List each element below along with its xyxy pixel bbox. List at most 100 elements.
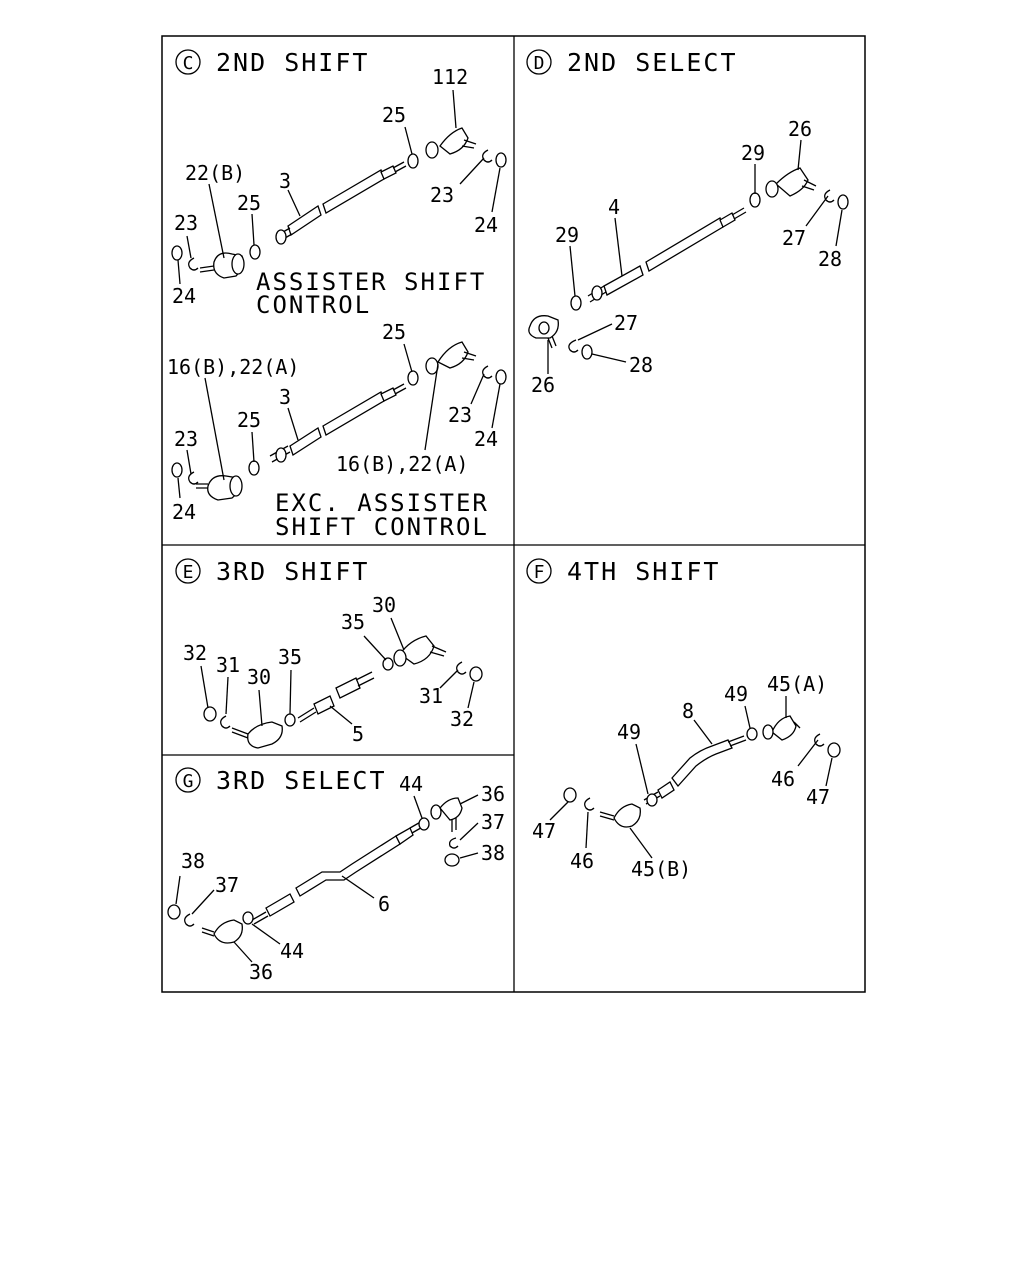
label-28-right: 28 (818, 247, 842, 271)
ball-joint-26-left (528, 315, 559, 349)
label-5: 5 (352, 722, 364, 746)
ball-joint-36-right (430, 797, 463, 832)
label-36-left: 36 (249, 960, 273, 984)
label-23-left-upper: 23 (174, 211, 198, 235)
label-24-right-upper: 24 (474, 213, 498, 237)
nut-24-left-lower (171, 462, 183, 478)
panel-d-letter: D (534, 53, 545, 74)
nut-24-right-lower (495, 369, 507, 385)
nut-24-left-upper (171, 245, 183, 261)
caption-shift-control: SHIFT CONTROL (275, 513, 489, 541)
panel-c-lower-leaders (177, 343, 501, 499)
circled-letter-g-badge (175, 767, 201, 793)
panel-g-title: 3RD SELECT (216, 766, 387, 795)
nut-35-left (284, 713, 296, 727)
ball-joint-36-left (201, 919, 243, 944)
panel-c-upper-assembly: 112 25 23 24 22(B) 3 25 23 24 ASSISTER S… (171, 65, 507, 319)
label-32-left: 32 (183, 641, 207, 665)
nut-44-right (418, 817, 430, 831)
clip-37-left (184, 913, 195, 927)
label-16b-22a-top: 16(B),22(A) (167, 355, 299, 379)
label-36-right: 36 (481, 782, 505, 806)
label-22b: 22(B) (185, 161, 245, 185)
label-28-left: 28 (629, 353, 653, 377)
rod-3-lower (269, 383, 407, 463)
label-38-left: 38 (181, 849, 205, 873)
label-25-left-lower: 25 (237, 408, 261, 432)
label-23-left-lower: 23 (174, 427, 198, 451)
nut-38-right (444, 853, 460, 867)
rod-3-upper (275, 161, 407, 245)
label-44-left: 44 (280, 939, 304, 963)
rod-8 (643, 735, 747, 805)
label-23-right-upper: 23 (430, 183, 454, 207)
nut-47-left (563, 787, 577, 803)
label-112: 112 (432, 65, 468, 89)
label-30-left: 30 (247, 665, 271, 689)
rod-4 (587, 207, 747, 303)
label-47-left: 47 (532, 819, 556, 843)
label-29-right: 29 (741, 141, 765, 165)
panel-g-header: G 3RD SELECT (175, 766, 387, 795)
label-47-right: 47 (806, 785, 830, 809)
label-35-left: 35 (278, 645, 302, 669)
clip-31-left (220, 715, 231, 729)
label-32-right: 32 (450, 707, 474, 731)
label-3-upper: 3 (279, 169, 291, 193)
rod-end-30-right (393, 635, 447, 667)
label-35-right: 35 (341, 610, 365, 634)
panel-g-leaders (175, 794, 479, 963)
panel-f-4th-shift: F 4TH SHIFT (526, 557, 841, 881)
label-23-right-lower: 23 (448, 403, 472, 427)
panel-c-upper-leaders (177, 89, 501, 285)
panel-e-3rd-shift: E 3RD SHIFT (175, 557, 483, 749)
panel-g-letter: G (183, 771, 194, 792)
nut-28-right (837, 194, 849, 210)
clip-23-right-lower (482, 365, 493, 379)
ball-joint-26-right (765, 167, 817, 198)
rod-end-45b (599, 803, 641, 828)
nut-25-right-lower (407, 370, 419, 386)
rod-end-45a (762, 715, 801, 741)
label-30-right: 30 (372, 593, 396, 617)
ball-joint-16b-22a-left (196, 475, 243, 501)
nut-32-left (203, 706, 217, 722)
caption-exc-assister: EXC. ASSISTER (275, 489, 489, 517)
circled-letter-e-badge (175, 558, 201, 584)
panel-d-2nd-select: D 2ND SELECT (526, 48, 849, 397)
label-37-right: 37 (481, 810, 505, 834)
diagram-frame (161, 35, 866, 993)
clip-46-right (814, 733, 825, 747)
label-49-right: 49 (724, 682, 748, 706)
label-16b-22a-bottom: 16(B),22(A) (336, 452, 468, 476)
caption-assister-shift: ASSISTER SHIFT (256, 268, 486, 296)
label-29-left: 29 (555, 223, 579, 247)
panel-c-letter: C (183, 53, 194, 74)
nut-29-left (570, 295, 582, 311)
panel-f-title: 4TH SHIFT (567, 557, 720, 586)
panel-d-leaders (547, 139, 843, 374)
nut-38-left (167, 904, 181, 920)
nut-47-right (827, 742, 841, 758)
panel-c-lower-assembly: 16(B),22(A) 25 3 25 23 24 16(B),22(A) 23… (167, 320, 507, 541)
panel-e-title: 3RD SHIFT (216, 557, 369, 586)
panel-e-header: E 3RD SHIFT (175, 557, 369, 586)
label-27-left: 27 (614, 311, 638, 335)
nut-25-right-upper (407, 153, 419, 169)
label-49-left: 49 (617, 720, 641, 744)
label-24-left-upper: 24 (172, 284, 196, 308)
label-38-right: 38 (481, 841, 505, 865)
nut-35-right (382, 657, 394, 671)
label-37-left: 37 (215, 873, 239, 897)
label-25-left-upper: 25 (237, 191, 261, 215)
label-24-left-lower: 24 (172, 500, 196, 524)
nut-49-left (646, 793, 658, 807)
panel-g-3rd-select: G 3RD SELECT (167, 766, 505, 984)
nut-29-right (749, 192, 761, 208)
rod-5 (297, 671, 375, 723)
label-4: 4 (608, 195, 620, 219)
label-6: 6 (378, 892, 390, 916)
nut-24-right-upper (495, 152, 507, 168)
rod-end-30-left (231, 721, 283, 749)
